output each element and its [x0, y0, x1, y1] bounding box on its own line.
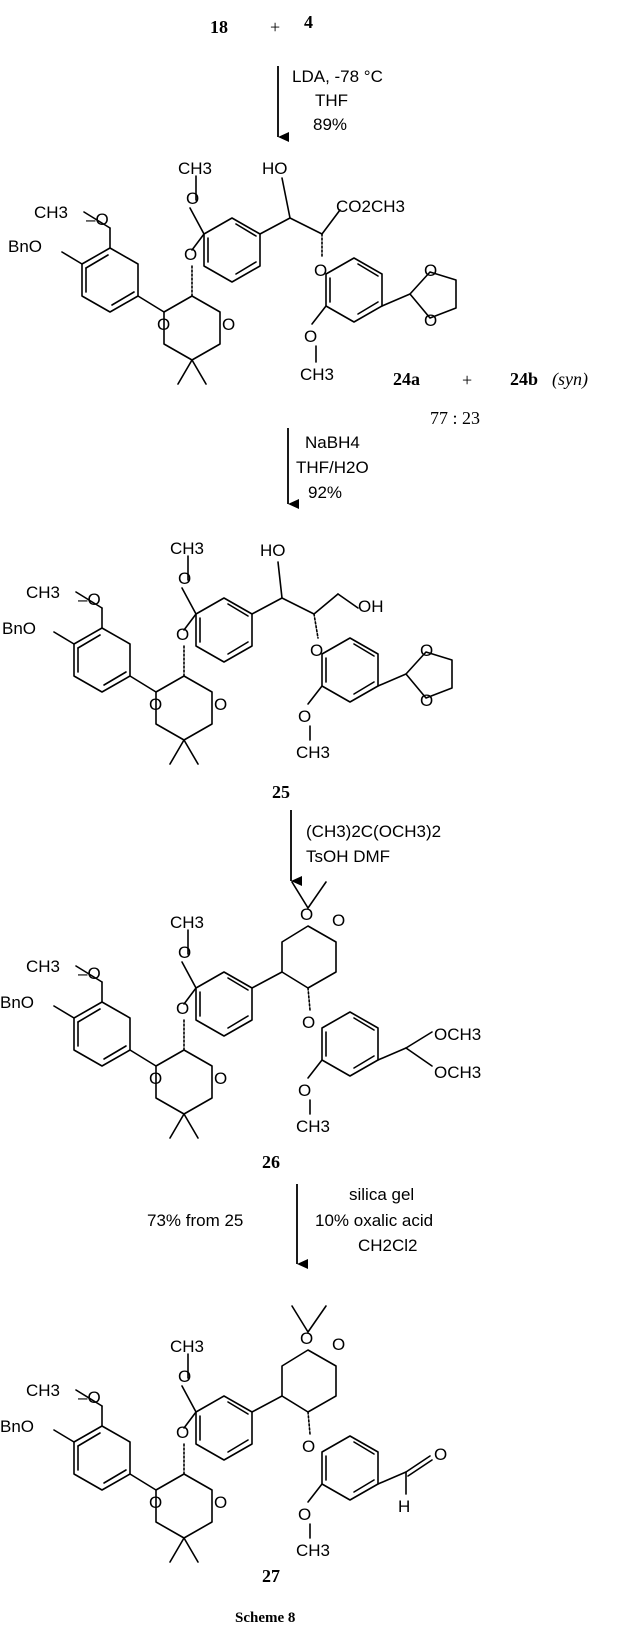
step2-solvent: THF/H2O — [296, 458, 369, 477]
label-och3-top: CH3 — [170, 1337, 204, 1356]
svg-text:–O: –O — [78, 1388, 101, 1407]
svg-text:O: O — [178, 943, 191, 962]
svg-text:O: O — [186, 189, 199, 208]
svg-text:O: O — [222, 315, 235, 334]
svg-text:O: O — [214, 1069, 227, 1088]
svg-text:O: O — [184, 245, 197, 264]
compound-26: 26 — [262, 1152, 280, 1172]
svg-text:O: O — [300, 1329, 313, 1348]
label-ch3: CH3 — [26, 1381, 60, 1400]
label-och3-top: CH3 — [170, 913, 204, 932]
svg-text:O: O — [149, 1493, 162, 1512]
svg-text:O: O — [176, 1423, 189, 1442]
svg-text:O: O — [298, 1505, 311, 1524]
svg-text:O: O — [176, 999, 189, 1018]
label-aldehyde-o: O — [434, 1445, 447, 1464]
step3-reagent: (CH3)2C(OCH3)2 — [306, 822, 441, 841]
label-och3-bottom: CH3 — [296, 1541, 330, 1560]
svg-text:–O: –O — [78, 964, 101, 983]
plus-24: + — [462, 370, 472, 390]
plus-sign: + — [270, 17, 280, 37]
compound-27: 27 — [262, 1566, 280, 1586]
molecule-25: CH3 –O BnO O O O O CH3 HO OH O O CH3 O O — [2, 539, 453, 765]
reactant-4: 4 — [304, 12, 313, 32]
molecule-27: CH3 –O BnO O O O O CH3 O O O O CH3 O H — [0, 1305, 447, 1563]
svg-text:O: O — [424, 261, 437, 280]
compound-24a: 24a — [393, 369, 420, 389]
label-och3-bottom: CH3 — [296, 1117, 330, 1136]
step4-solvent: CH2Cl2 — [358, 1236, 418, 1255]
svg-text:O: O — [332, 1335, 345, 1354]
label-ch3: CH3 — [26, 583, 60, 602]
label-bno: BnO — [0, 1417, 34, 1436]
label-och3-top: CH3 — [178, 159, 212, 178]
compound-24b: 24b — [510, 369, 538, 389]
label-bno: BnO — [8, 237, 42, 256]
step1-yield: 89% — [313, 115, 347, 134]
svg-text:O: O — [214, 695, 227, 714]
svg-text:O: O — [332, 911, 345, 930]
svg-text:O: O — [298, 1081, 311, 1100]
svg-text:O: O — [420, 641, 433, 660]
label-bno: BnO — [0, 993, 34, 1012]
svg-text:O: O — [304, 327, 317, 346]
label-bno: BnO — [2, 619, 36, 638]
label-acetal-och3-2: OCH3 — [434, 1063, 481, 1082]
label-ho: HO — [260, 541, 286, 560]
svg-text:O: O — [178, 569, 191, 588]
step4-acid: 10% oxalic acid — [315, 1211, 433, 1230]
compound-25: 25 — [272, 782, 290, 802]
syn-note: (syn) — [552, 369, 588, 390]
label-och3-top: CH3 — [170, 539, 204, 558]
step3-catalyst: TsOH DMF — [306, 847, 390, 866]
step2-reagent: NaBH4 — [305, 433, 360, 452]
svg-text:O: O — [424, 311, 437, 330]
label-ester: CO2CH3 — [336, 197, 405, 216]
label-ho: HO — [262, 159, 288, 178]
label-oh: OH — [358, 597, 384, 616]
svg-text:O: O — [149, 1069, 162, 1088]
svg-text:O: O — [176, 625, 189, 644]
step1-reagent: LDA, -78 °C — [292, 67, 383, 86]
step4-overall-yield: 73% from 25 — [147, 1211, 243, 1230]
svg-text:O: O — [310, 641, 323, 660]
svg-text:O: O — [298, 707, 311, 726]
label-och3-bottom: CH3 — [296, 743, 330, 762]
svg-text:O: O — [420, 691, 433, 710]
label-och3-bottom: CH3 — [300, 365, 334, 384]
label-aldehyde-h: H — [398, 1497, 410, 1516]
step4-reagent: silica gel — [349, 1185, 414, 1204]
label-ch3: CH3 — [26, 957, 60, 976]
svg-text:–O: –O — [78, 590, 101, 609]
scheme-caption: Scheme 8 — [235, 1610, 295, 1626]
isomer-ratio: 77 : 23 — [430, 408, 480, 428]
svg-text:O: O — [302, 1013, 315, 1032]
svg-text:O: O — [157, 315, 170, 334]
svg-text:O: O — [302, 1437, 315, 1456]
molecule-24: CH3 –O BnO O O O O CH3 HO CO2CH3 O O CH3… — [8, 159, 457, 385]
svg-text:O: O — [178, 1367, 191, 1386]
label-ch3: CH3 — [34, 203, 68, 222]
reactant-18: 18 — [210, 17, 228, 37]
molecule-26: CH3 –O BnO O O O O CH3 O O O O CH3 OCH3 … — [0, 881, 481, 1139]
step2-yield: 92% — [308, 483, 342, 502]
svg-text:O: O — [214, 1493, 227, 1512]
svg-text:–O: –O — [86, 210, 109, 229]
svg-text:O: O — [300, 905, 313, 924]
svg-text:O: O — [149, 695, 162, 714]
label-acetal-och3-1: OCH3 — [434, 1025, 481, 1044]
svg-text:O: O — [314, 261, 327, 280]
step1-solvent: THF — [315, 91, 348, 110]
